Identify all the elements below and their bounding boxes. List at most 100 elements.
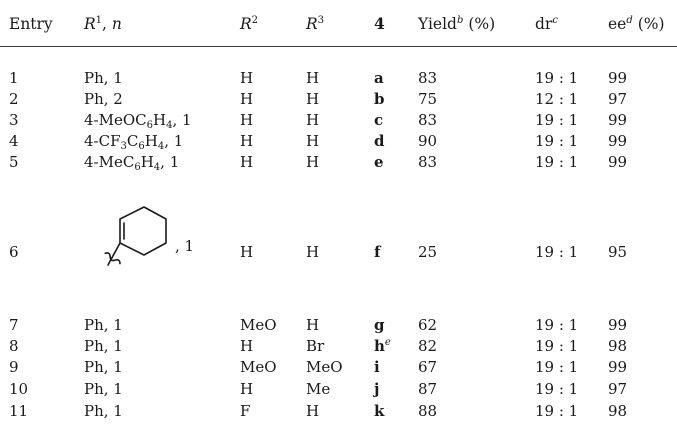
- row-3-r1: 4-MeOC6H4, 1: [84, 111, 192, 131]
- header-r1-letter: R: [84, 15, 96, 33]
- row-11-yield: 88: [418, 402, 438, 420]
- row-10-r3: Me: [306, 380, 331, 398]
- row-2-r1: Ph, 2: [84, 90, 123, 108]
- row-5-r1: 4-MeC6H4, 1: [84, 153, 179, 173]
- row-11-dr: 19 : 1: [535, 402, 579, 420]
- row-1-r3: H: [306, 69, 320, 87]
- row-8-compound: he: [374, 337, 391, 355]
- row-8-entry: 8: [9, 337, 19, 355]
- header-compound: 4: [374, 15, 385, 33]
- row-7-ee: 99: [608, 316, 628, 334]
- row-6-r2: H: [240, 243, 254, 261]
- row-9-dr: 19 : 1: [535, 358, 579, 376]
- row-2-r2: H: [240, 90, 254, 108]
- row-3-r1-sub2: 4: [166, 120, 173, 131]
- row-4-r1: 4-CF3C6H4, 1: [84, 132, 184, 152]
- header-yield-sup: b: [456, 15, 464, 26]
- header-r2-sup: 2: [251, 15, 259, 26]
- wavy-bond: [104, 252, 121, 265]
- header-r3-sup: 3: [317, 15, 325, 26]
- row-10-compound: j: [374, 380, 380, 398]
- row-1-r2: H: [240, 69, 254, 87]
- row-9-r3: MeO: [306, 358, 343, 376]
- header-yield: Yieldb (%): [418, 15, 495, 33]
- row-11-compound: k: [374, 402, 385, 420]
- row-4-r1-c: C: [126, 132, 139, 150]
- header-ee: eed (%): [608, 15, 665, 33]
- row-11-ee: 98: [608, 402, 628, 420]
- attachment-bond: [107, 242, 121, 266]
- row-2-yield: 75: [418, 90, 438, 108]
- row-3-r3: H: [306, 111, 320, 129]
- row-9-r1: Ph, 1: [84, 358, 123, 376]
- row-9-entry: 9: [9, 358, 19, 376]
- header-r3: R3: [306, 15, 324, 33]
- row-3-r1-sub1: 6: [146, 120, 153, 131]
- row-7-r2: MeO: [240, 316, 277, 334]
- header-yield-label: Yield: [418, 15, 457, 33]
- row-2-compound: b: [374, 90, 385, 108]
- header-entry: Entry: [9, 15, 53, 33]
- row-7-yield: 62: [418, 316, 438, 334]
- row-2-r3: H: [306, 90, 320, 108]
- row-10-entry: 10: [9, 380, 29, 398]
- row-5-yield: 83: [418, 153, 438, 171]
- row-6-r1: , 1: [175, 237, 195, 255]
- header-n: n: [111, 15, 122, 33]
- header-r1-comma: ,: [102, 15, 112, 33]
- row-5-dr: 19 : 1: [535, 153, 579, 171]
- row-3-r1-pre: 4-MeOC: [84, 111, 147, 129]
- row-2-dr: 12 : 1: [535, 90, 579, 108]
- row-6-entry: 6: [9, 243, 19, 261]
- row-2-ee: 97: [608, 90, 628, 108]
- cyclohexenyl-structure: [104, 206, 167, 266]
- row-4-r1-mid: H: [144, 132, 158, 150]
- row-9-ee: 99: [608, 358, 628, 376]
- row-5-r2: H: [240, 153, 254, 171]
- row-3-r1-post: , 1: [172, 111, 192, 129]
- row-1-r1: Ph, 1: [84, 69, 123, 87]
- row-1-compound: a: [374, 69, 384, 87]
- row-4-dr: 19 : 1: [535, 132, 579, 150]
- row-5-r1-pre: 4-MeC: [84, 153, 135, 171]
- header-r1-sup: 1: [95, 15, 103, 26]
- header-rule: [0, 46, 677, 47]
- row-11-r2: F: [240, 402, 251, 420]
- row-10-ee: 97: [608, 380, 628, 398]
- row-4-compound: d: [374, 132, 385, 150]
- row-11-r1: Ph, 1: [84, 402, 123, 420]
- row-1-entry: 1: [9, 69, 19, 87]
- row-5-r1-sub1: 6: [134, 162, 141, 173]
- row-3-r1-mid: H: [153, 111, 167, 129]
- row-4-r2: H: [240, 132, 254, 150]
- row-4-r1-sub0: 3: [120, 141, 127, 152]
- row-6-ee: 95: [608, 243, 628, 261]
- header-dr-label: dr: [535, 15, 553, 33]
- row-6-compound: f: [374, 243, 381, 261]
- row-4-r1-sub2: 4: [157, 141, 165, 152]
- row-5-ee: 99: [608, 153, 628, 171]
- row-6-yield: 25: [418, 243, 438, 261]
- row-10-r1: Ph, 1: [84, 380, 123, 398]
- row-5-r3: H: [306, 153, 320, 171]
- row-3-ee: 99: [608, 111, 628, 129]
- header-ee-label: ee: [608, 15, 627, 33]
- header-compound-label: 4: [374, 14, 385, 33]
- row-4-r1-post: , 1: [164, 132, 184, 150]
- row-2-entry: 2: [9, 90, 19, 108]
- header-dr: drc: [535, 15, 558, 33]
- row-3-r2: H: [240, 111, 254, 129]
- row-9-compound: i: [374, 358, 380, 376]
- row-3-yield: 83: [418, 111, 438, 129]
- row-4-ee: 99: [608, 132, 628, 150]
- row-1-ee: 99: [608, 69, 628, 87]
- row-4-r1-pre: 4-CF: [84, 132, 121, 150]
- row-10-yield: 87: [418, 380, 438, 398]
- row-8-yield: 82: [418, 337, 438, 355]
- row-4-r3: H: [306, 132, 320, 150]
- row-9-yield: 67: [418, 358, 438, 376]
- header-r3-letter: R: [306, 15, 318, 33]
- header-ee-unit: (%): [632, 15, 665, 33]
- row-3-entry: 3: [9, 111, 19, 129]
- row-7-r3: H: [306, 316, 320, 334]
